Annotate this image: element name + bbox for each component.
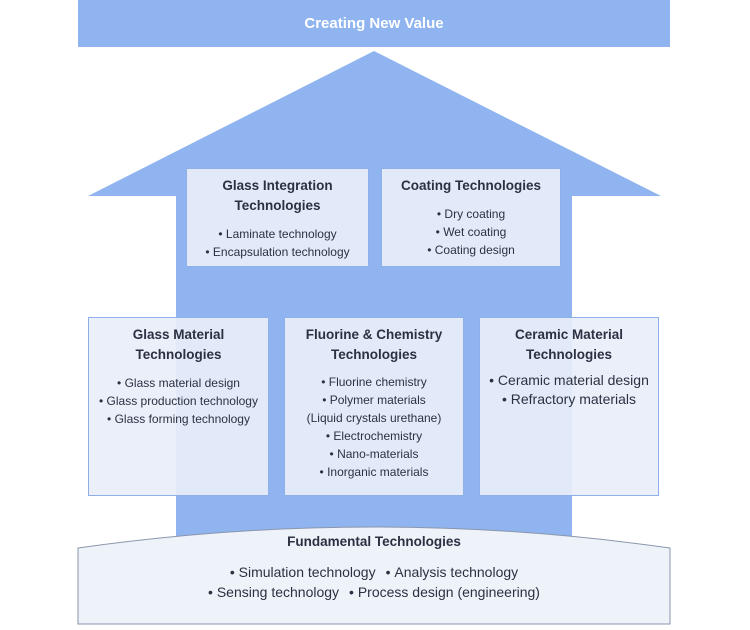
technology-list: Ceramic material design Refractory mater…	[480, 371, 658, 409]
list-item: Dry coating	[382, 205, 560, 223]
list-item: Wet coating	[382, 223, 560, 241]
list-item: Electrochemistry	[285, 427, 463, 445]
foundation-item: Sensing technology	[208, 584, 339, 600]
fluorine-chemistry-box: Fluorine & Chemistry Technologies Fluori…	[284, 317, 464, 496]
list-item: Nano-materials	[285, 445, 463, 463]
technology-list: Fluorine chemistry Polymer materials (Li…	[285, 373, 463, 481]
box-title: Glass Integration Technologies	[222, 178, 333, 213]
box-title: Glass Material Technologies	[132, 327, 225, 362]
glass-material-box: Glass Material Technologies Glass materi…	[88, 317, 269, 496]
list-item: Glass material design	[89, 374, 268, 392]
foundation-row: Sensing technology Process design (engine…	[78, 583, 670, 602]
foundation-base	[77, 526, 671, 625]
box-title: Fluorine & Chemistry Technologies	[305, 327, 443, 362]
list-item: Coating design	[382, 241, 560, 259]
foundation-item: Analysis technology	[386, 564, 519, 580]
foundation-item: Process design (engineering)	[349, 584, 540, 600]
box-title: Coating Technologies	[400, 178, 541, 193]
foundation-title: Fundamental Technologies	[287, 534, 461, 549]
ceramic-material-box: Ceramic Material Technologies Ceramic ma…	[479, 317, 659, 496]
box-title: Ceramic Material Technologies	[514, 327, 624, 362]
list-item: Encapsulation technology	[187, 243, 368, 261]
list-item: Glass forming technology	[89, 410, 268, 428]
list-item: Glass production technology	[89, 392, 268, 410]
banner-title: Creating New Value	[304, 15, 444, 32]
foundation-item: Simulation technology	[230, 564, 376, 580]
list-item: Laminate technology	[187, 225, 368, 243]
list-item: Refractory materials	[480, 390, 658, 409]
technology-list: Dry coating Wet coating Coating design	[382, 205, 560, 259]
glass-integration-box: Glass Integration Technologies Laminate …	[186, 168, 369, 267]
list-item: Fluorine chemistry	[285, 373, 463, 391]
list-item: Inorganic materials	[285, 463, 463, 481]
foundation-row: Simulation technology Analysis technology	[78, 563, 670, 582]
value-banner	[78, 0, 670, 47]
list-item: Polymer materials	[285, 391, 463, 409]
technology-list: Laminate technology Encapsulation techno…	[187, 225, 368, 261]
coating-box: Coating Technologies Dry coating Wet coa…	[381, 168, 561, 267]
list-item: Ceramic material design	[480, 371, 658, 390]
technology-list: Glass material design Glass production t…	[89, 374, 268, 428]
list-item-note: (Liquid crystals urethane)	[306, 411, 442, 425]
